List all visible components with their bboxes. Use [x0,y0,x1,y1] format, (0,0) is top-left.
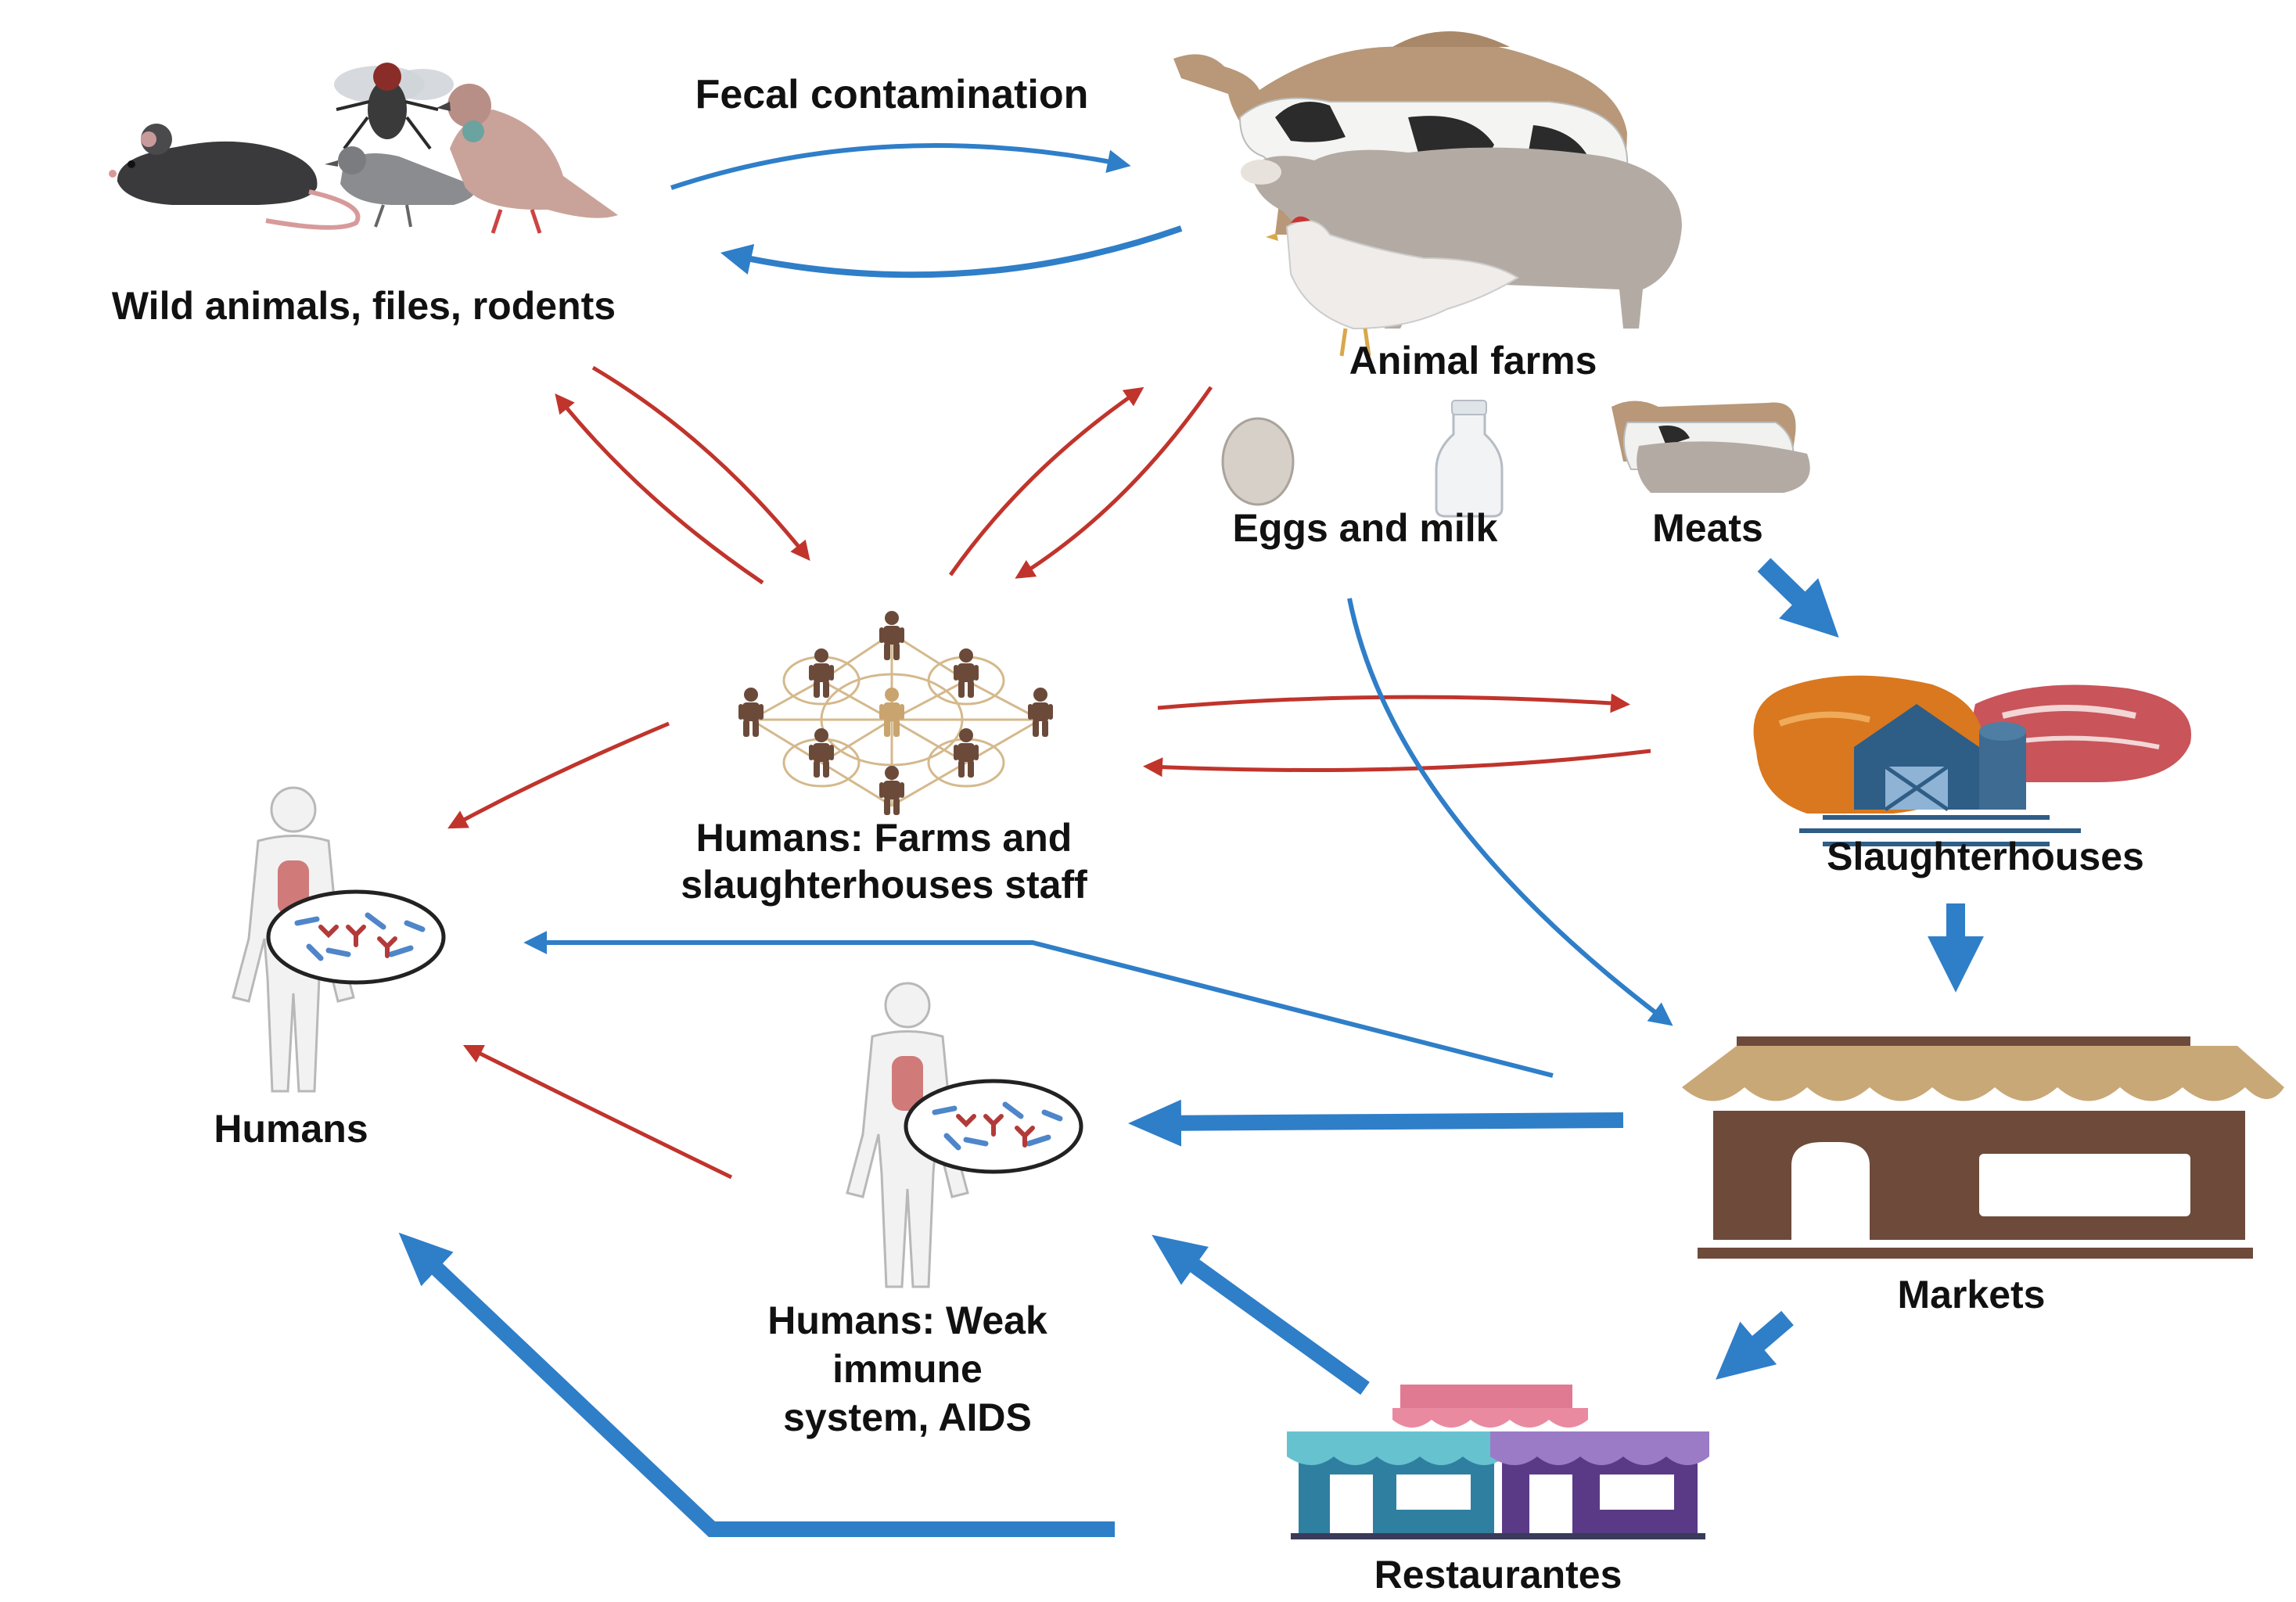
wild-label: Wild animals, files, rodents [112,284,616,328]
sheep-icon [1241,147,1682,329]
node-weak-immune: Humans: Weak immune system, AIDS [767,982,1083,1439]
node-animal-farms: Animal farms [1173,31,1682,383]
node-humans: Humans [214,786,446,1151]
people-network-icon [738,611,1053,815]
arrow-markets-to-restaurants [1716,1310,1794,1380]
arrow-farms-to-staff [1015,386,1213,579]
node-staff: Humans: Farms and slaughterhouses staff [681,611,1087,907]
livestock-group-icon [1612,400,1810,493]
arrow-wild-to-farms [670,143,1131,190]
arrow-staff-to-farms [948,386,1144,577]
microbe-lens-icon [266,889,446,985]
barn-icon [1799,704,2081,846]
rat-icon [109,124,361,230]
node-meats: Meats [1612,400,1810,550]
arrow-staff-to-humans [447,721,670,829]
staff-label-line2: slaughterhouses staff [681,863,1087,907]
node-markets: Markets [1682,1036,2284,1316]
arrow-eggs-to-markets [1347,598,1673,1026]
markets-label: Markets [1898,1273,2046,1316]
arrow-meats-to-slaughter [1757,558,1839,638]
arrow-farms-to-wild [720,225,1183,278]
staff-label-line1: Humans: Farms and [696,816,1073,860]
weak-label-line1: Humans: Weak [767,1298,1047,1342]
weak-label-line3: system, AIDS [783,1395,1032,1439]
arrow-weak-to-humans [462,1044,733,1180]
restaurants-label: Restaurantes [1374,1553,1622,1597]
arrow-staff-to-wild [555,393,764,585]
fly-icon [334,63,454,150]
fecal-contamination-label: Fecal contamination [695,72,1089,117]
arrows [398,143,1984,1537]
node-eggs-milk: Eggs and milk [1221,400,1504,550]
chicken-icon [1266,216,1519,357]
arrow-slaughter-to-staff [1143,749,1651,778]
arrow-restaurants-to-weak [1152,1234,1370,1395]
farms-label: Animal farms [1349,339,1597,383]
market-stall-icon [1682,1036,2284,1259]
steak-icon [1972,684,2191,782]
microbe-lens-icon [904,1079,1083,1174]
humans-label: Humans [214,1107,368,1151]
node-restaurants: Restaurantes [1287,1385,1709,1597]
egg-icon [1221,417,1295,506]
eggs-milk-label: Eggs and milk [1233,506,1498,550]
arrow-markets-to-weak [1128,1099,1624,1147]
node-slaughterhouses: Slaughterhouses [1753,675,2191,878]
meats-label: Meats [1652,506,1763,550]
slaughterhouses-label: Slaughterhouses [1827,835,2144,878]
milk-bottle-icon [1435,400,1504,518]
node-wild-animals: Wild animals, files, rodents [109,63,618,328]
weak-label-line2: immune [832,1347,983,1391]
arrow-staff-to-slaughter [1157,693,1630,713]
sparrow-icon [325,146,475,228]
pigeon-icon [437,84,618,234]
arrow-markets-to-humans [523,931,1554,1078]
arrow-restaurants-to-humans [398,1232,1115,1537]
arrow-wild-to-staff [591,365,810,562]
restaurant-row-icon [1287,1385,1709,1539]
